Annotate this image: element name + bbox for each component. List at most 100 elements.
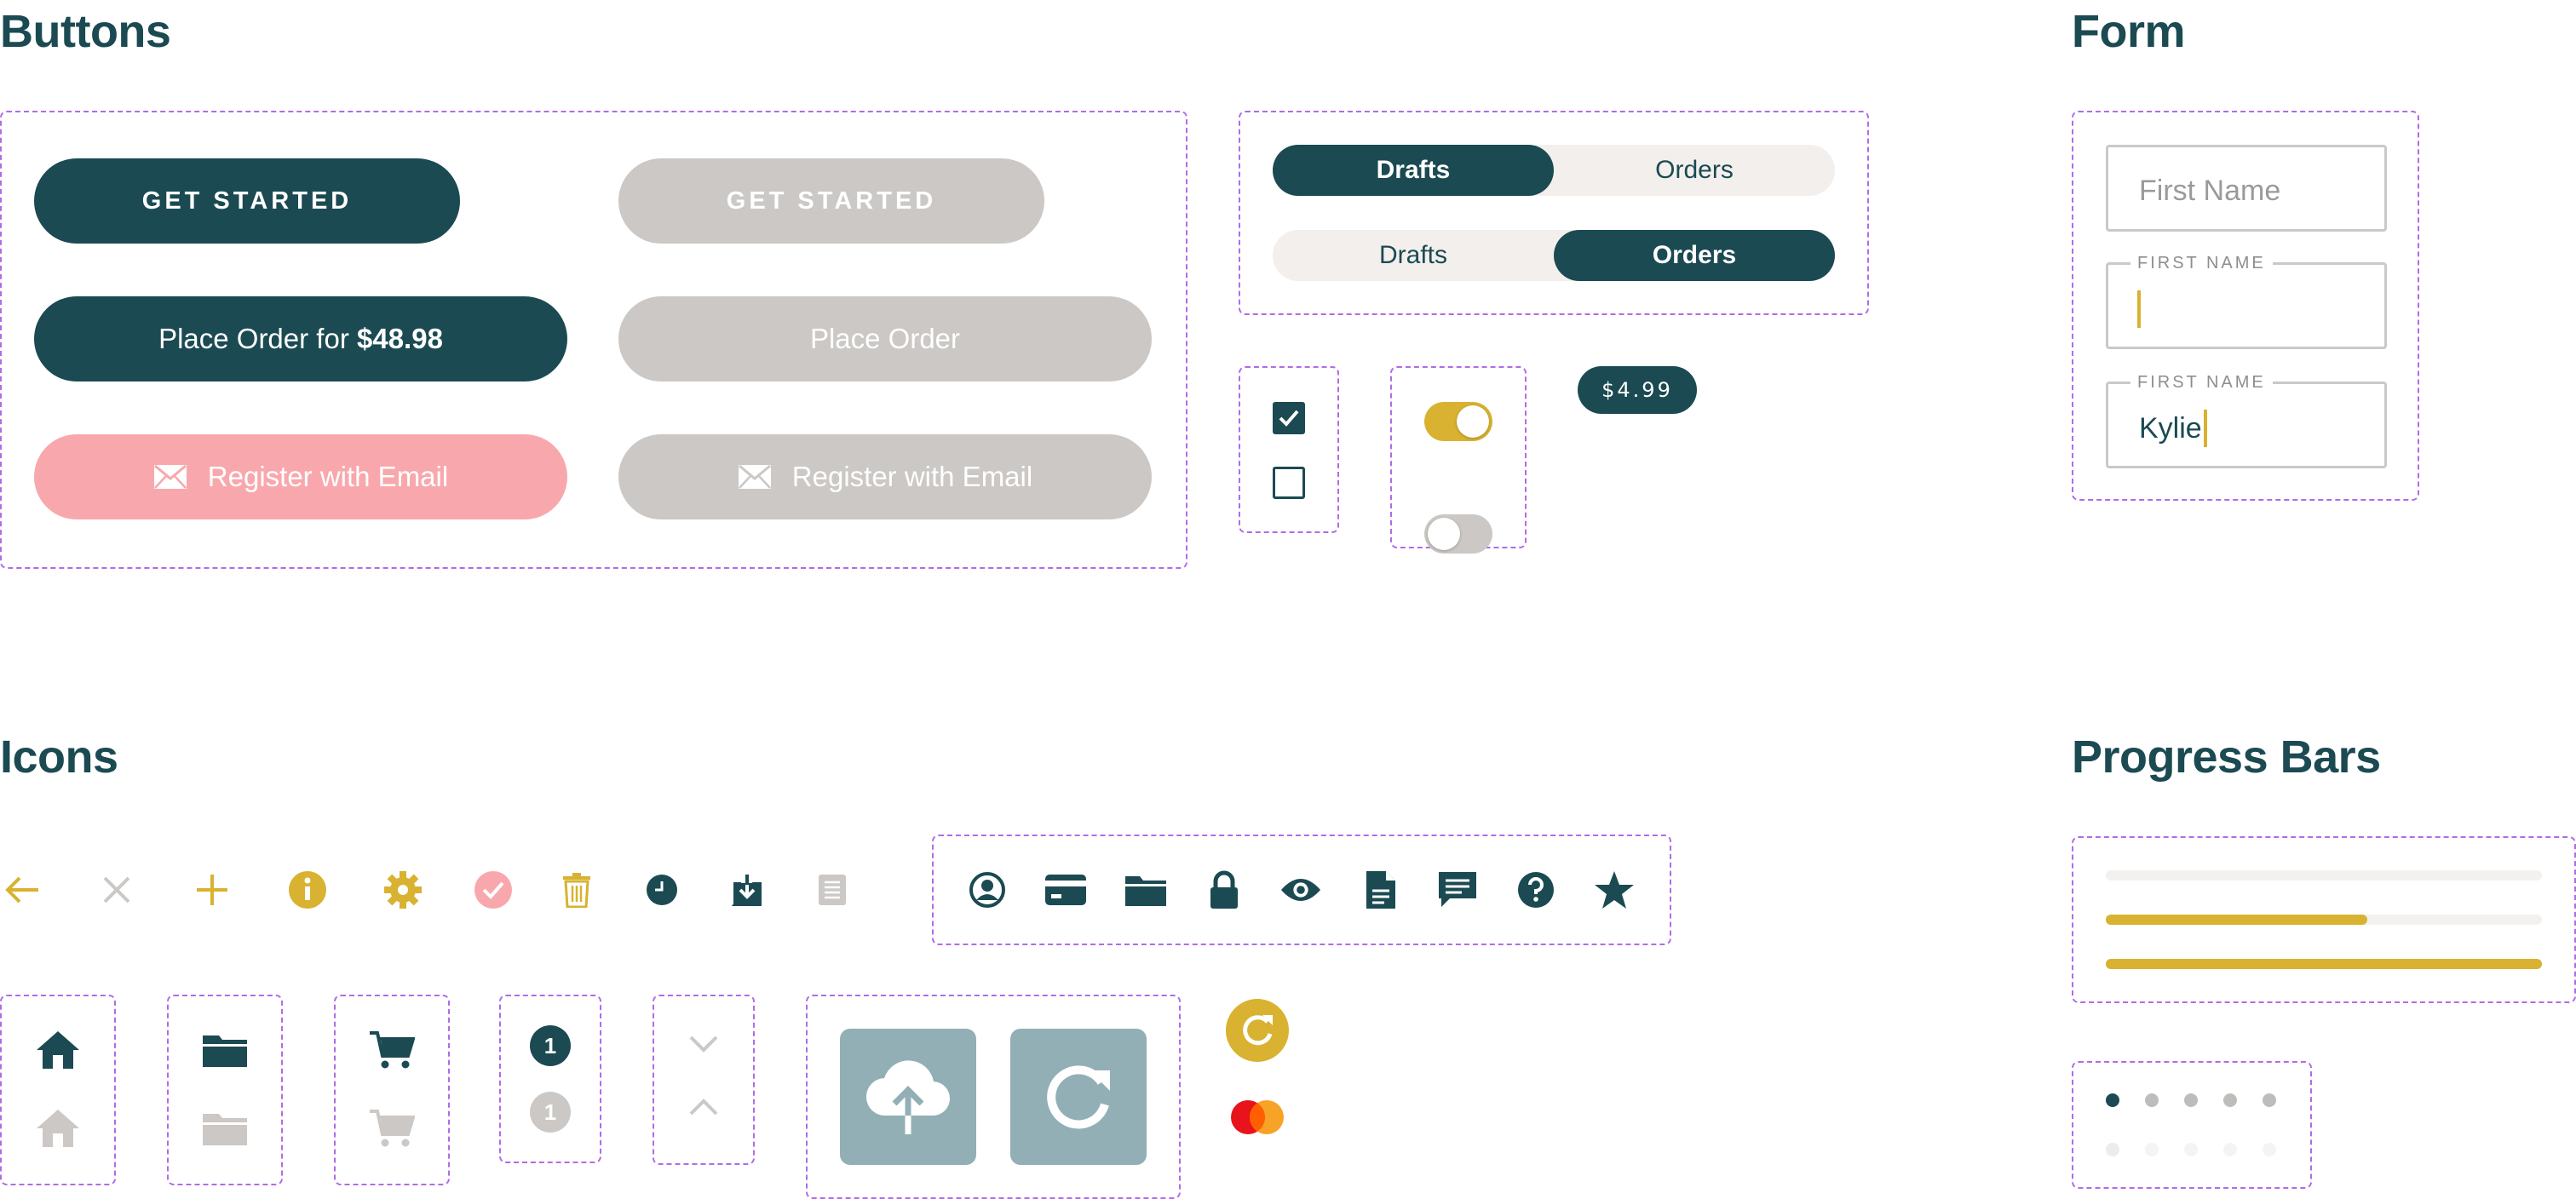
clock-icon[interactable]: [641, 869, 683, 911]
pagination-dots-panel: [2072, 1061, 2312, 1189]
icons-heading: Icons: [0, 731, 118, 783]
lock-icon[interactable]: [1203, 869, 1245, 911]
pagination-dot-light[interactable]: [2223, 1143, 2237, 1156]
eye-icon[interactable]: [1279, 869, 1322, 911]
cart-icon-disabled[interactable]: [365, 1107, 419, 1150]
pagination-dot[interactable]: [2263, 1093, 2276, 1107]
progress-track: [2106, 915, 2542, 925]
price-badge: $4.99: [1578, 366, 1697, 414]
segmented-control-drafts: Drafts Orders: [1273, 145, 1835, 196]
home-icon[interactable]: [31, 1029, 85, 1071]
folder-icon-disabled[interactable]: [198, 1107, 252, 1150]
cart-icon[interactable]: [365, 1029, 419, 1071]
segmented-panel: [1239, 111, 1869, 315]
cart-icon-panel: [334, 995, 450, 1185]
pagination-dot-light[interactable]: [2106, 1143, 2119, 1156]
get-started-button[interactable]: GET STARTED: [34, 158, 460, 244]
first-name-value: Kylie: [2139, 411, 2202, 445]
register-email-button[interactable]: Register with Email: [34, 434, 567, 519]
user-circle-icon[interactable]: [966, 869, 1009, 911]
chevron-down-icon[interactable]: [683, 1027, 724, 1061]
close-icon[interactable]: [95, 869, 138, 911]
folder-icon[interactable]: [198, 1029, 252, 1071]
place-order-button[interactable]: Place Order for $48.98: [34, 296, 567, 382]
progress-fill: [2106, 915, 2368, 925]
progress-track: [2106, 959, 2542, 969]
pagination-dot[interactable]: [2106, 1093, 2119, 1107]
segment-orders[interactable]: Orders: [1554, 230, 1835, 281]
first-name-value-wrap: Kylie: [2139, 410, 2207, 447]
check-circle-icon[interactable]: [472, 869, 515, 911]
refresh-circle-icon[interactable]: [1225, 998, 1290, 1063]
pagination-dot-light[interactable]: [2184, 1143, 2198, 1156]
folder-icon-panel: [167, 995, 283, 1185]
download-icon[interactable]: [726, 869, 768, 911]
number-one-icon-disabled[interactable]: 1: [530, 1092, 571, 1133]
credit-card-icon[interactable]: [1044, 869, 1087, 911]
pagination-dot-light[interactable]: [2145, 1143, 2159, 1156]
pagination-dot[interactable]: [2145, 1093, 2159, 1107]
toggle-on[interactable]: [1424, 402, 1492, 441]
pagination-dot[interactable]: [2184, 1093, 2198, 1107]
segment-drafts[interactable]: Drafts: [1273, 145, 1554, 196]
register-email-label: Register with Email: [207, 461, 449, 492]
register-email-label-disabled: Register with Email: [791, 461, 1033, 492]
text-cursor: [2137, 290, 2141, 328]
progress-fill: [2106, 959, 2542, 969]
chevron-icon-panel: [653, 995, 755, 1165]
tiles-panel: [806, 995, 1181, 1199]
place-order-button-disabled[interactable]: Place Order: [618, 296, 1152, 382]
get-started-button-disabled[interactable]: GET STARTED: [618, 158, 1044, 244]
buttons-panel: [0, 111, 1187, 569]
number-icon-panel: [499, 995, 601, 1163]
place-order-price: $48.98: [356, 323, 443, 354]
star-icon[interactable]: [1593, 869, 1636, 911]
chevron-up-icon[interactable]: [683, 1090, 724, 1124]
cloud-upload-icon: [865, 1060, 951, 1134]
checkbox-checked[interactable]: [1273, 402, 1305, 434]
checkbox-panel: [1239, 366, 1339, 533]
pagination-dot[interactable]: [2223, 1093, 2237, 1107]
refresh-icon: [1047, 1065, 1110, 1129]
toggle-off[interactable]: [1424, 514, 1492, 554]
first-name-field-filled[interactable]: FIRST NAME Kylie: [2106, 373, 2387, 468]
progress-bars-panel: [2072, 836, 2576, 1003]
progress-track: [2106, 870, 2542, 881]
plus-icon[interactable]: [191, 869, 233, 911]
segmented-control-orders: Drafts Orders: [1273, 230, 1835, 281]
place-order-label: Place Order for: [158, 323, 357, 354]
chat-icon[interactable]: [1436, 869, 1479, 911]
form-panel: [2072, 111, 2419, 501]
home-icon-disabled[interactable]: [31, 1107, 85, 1150]
refresh-tile[interactable]: [1010, 1029, 1147, 1165]
progress-bars-heading: Progress Bars: [2072, 731, 2381, 783]
document-icon[interactable]: [1360, 869, 1402, 911]
checkbox-unchecked[interactable]: [1273, 467, 1305, 499]
help-icon[interactable]: [1515, 869, 1557, 911]
gear-icon[interactable]: [382, 869, 424, 911]
checkmark-icon: [1279, 410, 1299, 427]
cloud-upload-tile[interactable]: [840, 1029, 976, 1165]
number-one-icon[interactable]: 1: [530, 1025, 571, 1066]
first-name-label: FIRST NAME: [2130, 373, 2273, 393]
info-icon[interactable]: [286, 869, 329, 911]
segment-drafts[interactable]: Drafts: [1378, 241, 1447, 269]
arrow-left-icon[interactable]: [0, 869, 43, 911]
trash-icon[interactable]: [555, 869, 598, 911]
first-name-placeholder: First Name: [2139, 175, 2281, 207]
folder-icon[interactable]: [1124, 869, 1167, 911]
segment-orders[interactable]: Orders: [1655, 156, 1734, 184]
first-name-field-empty[interactable]: First Name: [2106, 145, 2387, 232]
register-email-button-disabled[interactable]: Register with Email: [618, 434, 1152, 519]
home-icon-panel: [0, 995, 116, 1185]
envelope-icon: [153, 464, 187, 489]
buttons-heading: Buttons: [0, 6, 171, 57]
first-name-field-focused[interactable]: FIRST NAME: [2106, 254, 2387, 349]
mastercard-icon: [1225, 1099, 1290, 1136]
envelope-icon: [738, 464, 771, 489]
receipt-icon[interactable]: [811, 869, 854, 911]
first-name-label: FIRST NAME: [2130, 254, 2273, 273]
pagination-dot-light[interactable]: [2263, 1143, 2276, 1156]
form-heading: Form: [2072, 6, 2186, 57]
icon-set-panel: [932, 835, 1671, 945]
